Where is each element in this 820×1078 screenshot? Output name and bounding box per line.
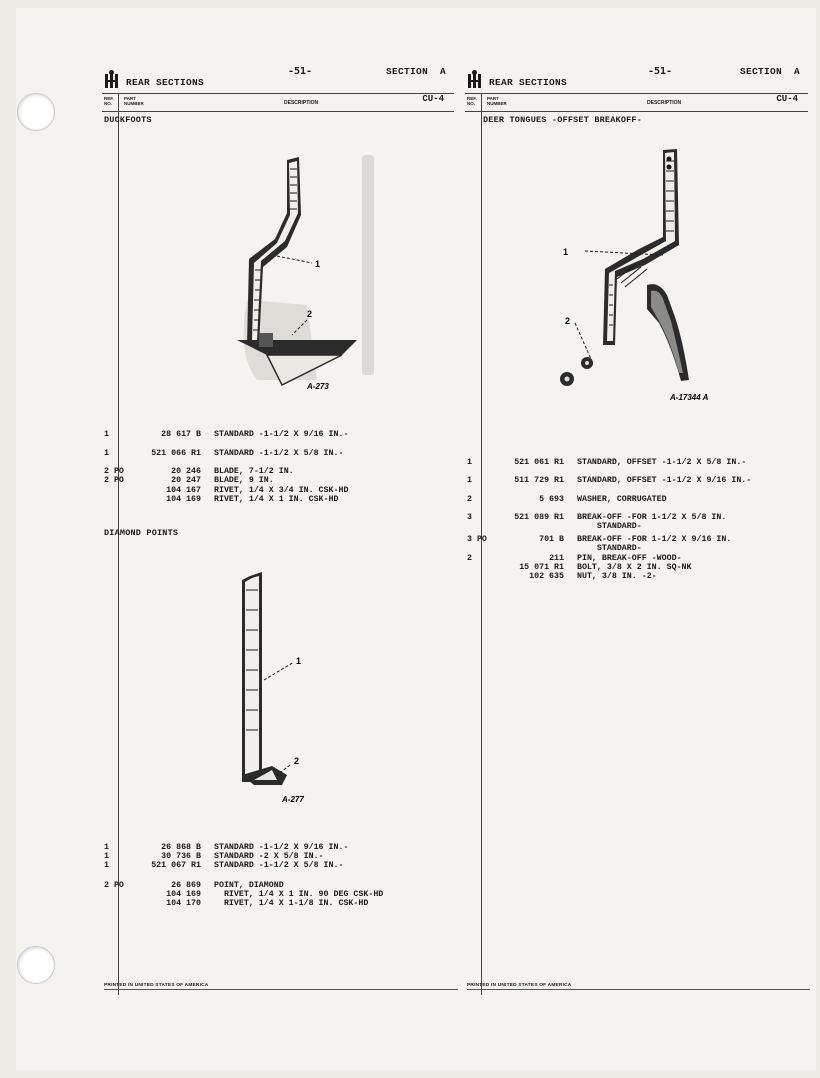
row-description: WASHER, CORRUGATED xyxy=(577,495,667,504)
row-part-number: 104 170 xyxy=(166,899,201,908)
row-description: STANDARD, OFFSET -1-1/2 X 5/8 IN.- xyxy=(577,458,747,467)
diamond-point-figure: 1 2 A-277 xyxy=(242,572,304,804)
row-description: BLADE, 7-1/2 IN. xyxy=(214,467,294,476)
row-description: STANDARD, OFFSET -1-1/2 X 9/16 IN.- xyxy=(577,476,752,485)
row-part-number: 521 067 R1 xyxy=(151,861,201,870)
row-part-number: 211 xyxy=(549,554,564,563)
row-description: BREAK-OFF -FOR 1-1/2 X 9/16 IN. xyxy=(577,535,732,544)
left-footer: PRINTED IN UNITED STATES OF AMERICA xyxy=(104,983,209,988)
cu-label: CU-4 xyxy=(422,94,444,104)
row-description: STANDARD -1-1/2 X 5/8 IN.- xyxy=(214,861,344,870)
callout-1: 1 xyxy=(563,247,568,257)
left-page: -51- SECTION A REAR SECTIONS REF. NO. PA… xyxy=(102,60,454,995)
part-number-label: PART NUMBER xyxy=(487,96,507,106)
row-qty: 1 xyxy=(104,430,109,439)
ref-no-label: REF. NO. xyxy=(467,96,477,106)
row-part-number: 15 071 R1 xyxy=(519,563,564,572)
callout-1: 1 xyxy=(315,259,320,269)
row-qty: 2 xyxy=(467,495,472,504)
row-description: RIVET, 1/4 X 3/4 IN. CSK-HD xyxy=(214,486,349,495)
row-part-number: 104 167 xyxy=(166,486,201,495)
row-part-number: 20 246 xyxy=(171,467,201,476)
row-description: STANDARD -2 X 5/8 IN.- xyxy=(214,852,324,861)
row-qty: 1 xyxy=(467,458,472,467)
binder-hole-top xyxy=(17,93,55,131)
binder-hole-bottom xyxy=(17,946,55,984)
row-part-number: 30 736 B xyxy=(161,852,201,861)
row-description: RIVET, 1/4 X 1-1/8 IN. CSK-HD xyxy=(214,899,369,908)
row-description: STANDARD- xyxy=(577,544,642,553)
row-description: POINT, DIAMOND xyxy=(214,881,284,890)
ref-no-label: REF. NO. xyxy=(104,96,114,106)
row-description: BREAK-OFF -FOR 1-1/2 X 5/8 IN. xyxy=(577,513,727,522)
row-qty: 3 xyxy=(467,513,472,522)
row-part-number: 701 B xyxy=(539,535,564,544)
row-qty: 1 xyxy=(104,449,109,458)
row-part-number: 26 868 B xyxy=(161,843,201,852)
row-part-number: 521 066 R1 xyxy=(151,449,201,458)
description-label: DESCRIPTION xyxy=(647,100,682,106)
row-qty: 1 xyxy=(467,476,472,485)
catalog-sheet xyxy=(16,8,816,1070)
page-number: -51- xyxy=(288,66,313,77)
part-number-label: PART NUMBER xyxy=(124,96,144,106)
column-header: REF. NO. PART NUMBER DESCRIPTION CU-4 xyxy=(465,93,808,113)
row-part-number: 104 169 xyxy=(166,890,201,899)
subhead-diamond-points: DIAMOND POINTS xyxy=(104,528,179,538)
figure-code-a277: A-277 xyxy=(281,795,304,804)
figure-code-a273: A-273 xyxy=(306,382,329,391)
column-header: REF. NO. PART NUMBER DESCRIPTION CU-4 xyxy=(102,93,454,113)
deer-tongue-figure: 1 2 A-17344 A xyxy=(560,149,709,402)
right-page: -51- SECTION A REAR SECTIONS REF. NO. PA… xyxy=(465,60,808,995)
ih-logo-icon xyxy=(105,70,119,88)
right-footer: PRINTED IN UNITED STATES OF AMERICA xyxy=(467,983,572,988)
row-part-number: 102 635 xyxy=(529,572,564,581)
section-label: SECTION A xyxy=(739,66,800,77)
ih-logo-icon xyxy=(468,70,482,88)
section-label: SECTION A xyxy=(385,66,446,77)
row-qty: 2 xyxy=(467,554,472,563)
row-description: STANDARD -1-1/2 X 5/8 IN.- xyxy=(214,449,344,458)
subhead-duckfoots: DUCKFOOTS xyxy=(104,115,152,125)
row-description: BOLT, 3/8 X 2 IN. SQ-NK xyxy=(577,563,692,572)
row-description: RIVET, 1/4 X 1 IN. 90 DEG CSK-HD xyxy=(214,890,384,899)
row-description: NUT, 3/8 IN. -2- xyxy=(577,572,657,581)
row-part-number: 26 869 xyxy=(171,881,201,890)
row-description: STANDARD- xyxy=(577,522,642,531)
row-qty: 1 xyxy=(104,843,109,852)
row-part-number: 511 729 R1 xyxy=(514,476,564,485)
row-part-number: 521 089 R1 xyxy=(514,513,564,522)
duckfoot-figure: 1 2 A-273 xyxy=(237,155,374,391)
callout-1: 1 xyxy=(296,656,301,666)
cu-label: CU-4 xyxy=(776,94,798,104)
subhead-deer-tongues: DEER TONGUES -OFFSET BREAKOFF- xyxy=(483,115,643,125)
row-description: PIN, BREAK-OFF -WOOD- xyxy=(577,554,682,563)
row-qty: 1 xyxy=(104,852,109,861)
row-description: BLADE, 9 IN. xyxy=(214,476,274,485)
callout-2: 2 xyxy=(565,316,570,326)
right-header: -51- SECTION A REAR SECTIONS REF. NO. PA… xyxy=(465,60,808,113)
section-title: REAR SECTIONS xyxy=(126,77,205,88)
row-part-number: 20 247 xyxy=(171,476,201,485)
description-label: DESCRIPTION xyxy=(284,100,319,106)
row-part-number: 5 693 xyxy=(539,495,564,504)
row-description: STANDARD -1-1/2 X 9/16 IN.- xyxy=(214,430,349,439)
section-title: REAR SECTIONS xyxy=(489,77,568,88)
row-part-number: 28 617 B xyxy=(161,430,201,439)
row-qty: 1 xyxy=(104,861,109,870)
page-number: -51- xyxy=(648,66,673,77)
callout-2: 2 xyxy=(307,309,312,319)
left-header: -51- SECTION A REAR SECTIONS REF. NO. PA… xyxy=(102,60,454,113)
row-description: STANDARD -1-1/2 X 9/16 IN.- xyxy=(214,843,349,852)
left-footer-rule xyxy=(104,989,458,990)
row-description: RIVET, 1/4 X 1 IN. CSK-HD xyxy=(214,495,339,504)
row-part-number: 104 169 xyxy=(166,495,201,504)
callout-2: 2 xyxy=(294,756,299,766)
right-footer-rule xyxy=(467,989,810,990)
figure-code-a17344a: A-17344 A xyxy=(669,393,709,402)
row-part-number: 521 061 R1 xyxy=(514,458,564,467)
